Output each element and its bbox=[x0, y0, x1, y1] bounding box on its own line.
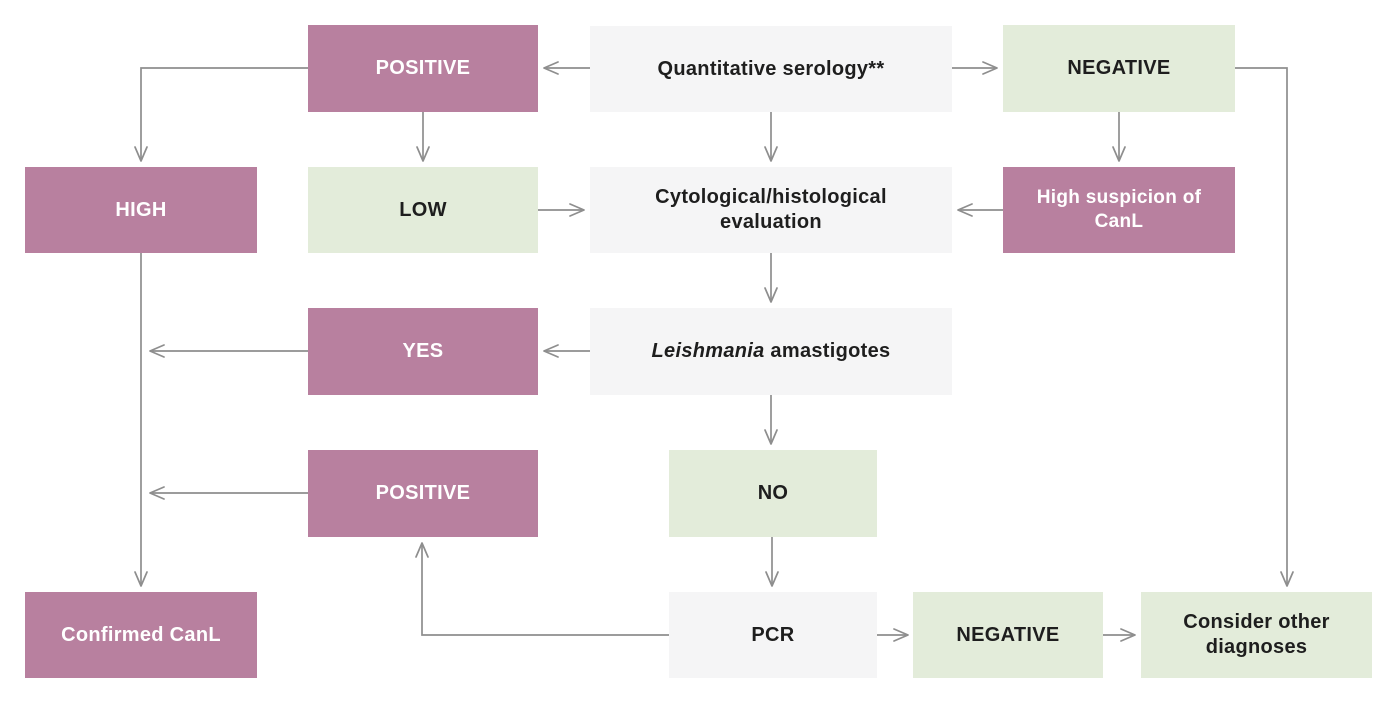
node-label: LOW bbox=[399, 198, 447, 221]
node-label: Leishmania amastigotes bbox=[652, 339, 891, 364]
node-label: POSITIVE bbox=[375, 57, 471, 79]
node-label: Confirmed CanL bbox=[61, 623, 221, 646]
node-quantitative-serology: Quantitative serology** bbox=[590, 26, 952, 112]
node-label: NO bbox=[757, 482, 789, 504]
node-label: HIGH bbox=[115, 198, 167, 221]
node-label: Cytological/histological evaluation bbox=[655, 186, 887, 233]
node-confirmed-canl: Confirmed CanL bbox=[25, 592, 257, 678]
node-high-suspicion-of-canl: High suspicion of CanL bbox=[1003, 167, 1235, 253]
node-positive-serology: POSITIVE bbox=[308, 25, 538, 112]
node-leishmania-amastigotes: Leishmania amastigotes bbox=[590, 308, 952, 395]
node-label-rest: amastigotes bbox=[764, 340, 891, 362]
arrow-negative-top-to-consider bbox=[1235, 67, 1294, 587]
node-negative-pcr: NEGATIVE bbox=[913, 592, 1103, 678]
node-high-titre: HIGH bbox=[25, 167, 257, 253]
node-cytological-histological-evaluation: Cytological/histological evaluation bbox=[590, 167, 952, 253]
node-label: POSITIVE bbox=[375, 482, 471, 504]
node-amastigotes-no: NO bbox=[669, 450, 877, 537]
node-label-italic: Leishmania bbox=[651, 340, 765, 362]
node-amastigotes-yes: YES bbox=[308, 308, 538, 395]
node-positive-pcr: POSITIVE bbox=[308, 450, 538, 537]
node-label: High suspicion of CanL bbox=[1036, 187, 1202, 232]
node-low-titre: LOW bbox=[308, 167, 538, 253]
node-label: Consider other diagnoses bbox=[1183, 611, 1330, 658]
node-label: Quantitative serology** bbox=[657, 57, 885, 80]
node-label: NEGATIVE bbox=[1067, 57, 1171, 79]
node-label: YES bbox=[402, 340, 444, 362]
arrow-positive-top-to-high bbox=[134, 67, 308, 162]
node-negative-serology: NEGATIVE bbox=[1003, 25, 1235, 112]
node-pcr: PCR bbox=[669, 592, 877, 678]
node-consider-other-diagnoses: Consider other diagnoses bbox=[1141, 592, 1372, 678]
node-label: NEGATIVE bbox=[956, 623, 1060, 646]
node-label: PCR bbox=[751, 623, 795, 646]
arrow-pcr-to-positive-bottom bbox=[415, 542, 669, 636]
